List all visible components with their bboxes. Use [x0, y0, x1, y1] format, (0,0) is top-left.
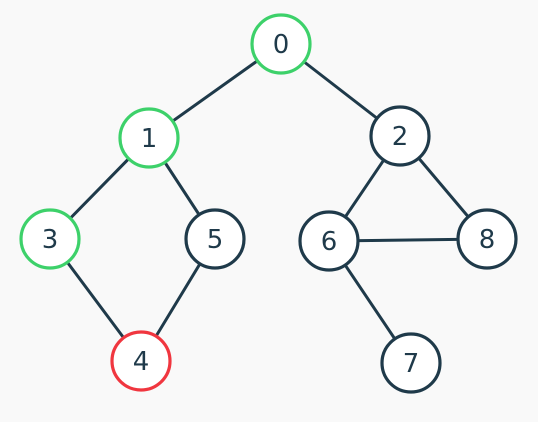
node-3: 3 [19, 208, 81, 270]
node-8: 8 [456, 208, 518, 270]
node-circle-1 [118, 107, 180, 169]
node-label-4: 4 [133, 347, 150, 377]
node-5: 5 [184, 208, 246, 270]
node-label-5: 5 [207, 225, 224, 255]
edges-layer [48, 42, 489, 365]
node-circle-7 [380, 332, 442, 394]
node-label-2: 2 [392, 122, 409, 152]
nodes-layer: 0 1 2 3 4 5 6 7 8 [19, 13, 518, 394]
node-label-6: 6 [321, 227, 338, 257]
node-1: 1 [118, 107, 180, 169]
node-circle-0 [250, 13, 312, 75]
node-circle-3 [19, 208, 81, 270]
node-circle-8 [456, 208, 518, 270]
node-4: 4 [110, 330, 172, 392]
node-0: 0 [250, 13, 312, 75]
node-7: 7 [380, 332, 442, 394]
node-label-8: 8 [479, 225, 496, 255]
node-6: 6 [298, 210, 360, 272]
node-label-1: 1 [141, 124, 158, 154]
node-circle-4 [110, 330, 172, 392]
node-circle-5 [184, 208, 246, 270]
node-2: 2 [369, 105, 431, 167]
node-label-0: 0 [273, 30, 290, 60]
node-circle-6 [298, 210, 360, 272]
node-label-7: 7 [403, 349, 420, 379]
node-label-3: 3 [42, 225, 59, 255]
node-circle-2 [369, 105, 431, 167]
